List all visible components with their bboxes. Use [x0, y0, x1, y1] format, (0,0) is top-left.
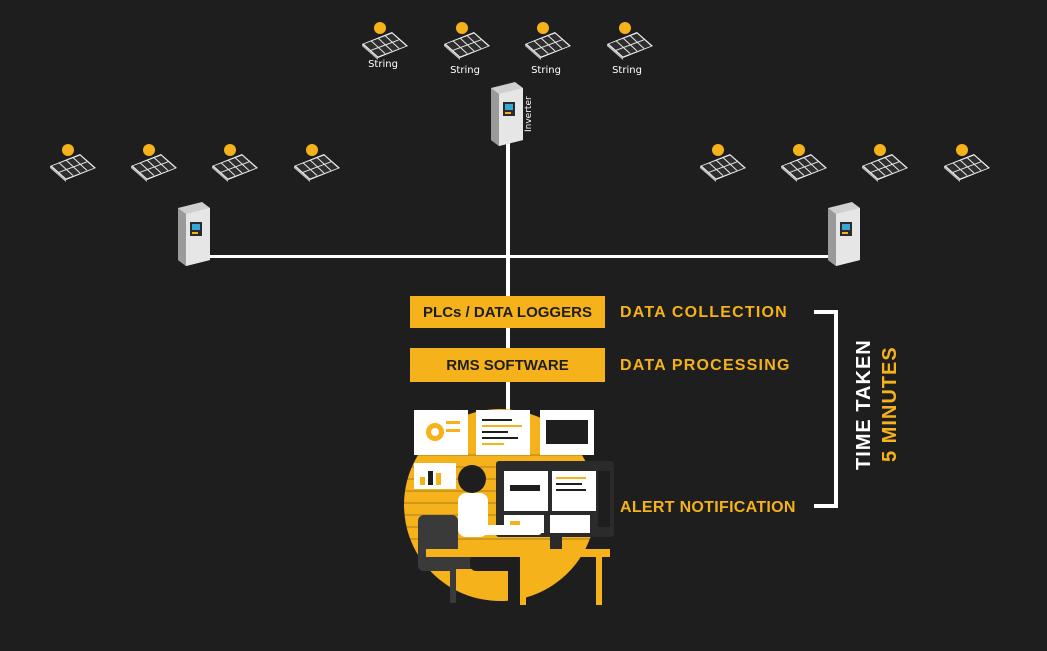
time-taken-label: TIME TAKEN	[853, 339, 875, 470]
data-processing-label: DATA PROCESSING	[620, 357, 791, 374]
solar-panel-icon	[861, 143, 909, 183]
data-collection-label: DATA COLLECTION	[620, 304, 788, 321]
solar-panel-icon	[943, 143, 991, 183]
alert-notification-label: ALERT NOTIFICATION	[620, 499, 796, 516]
solar-panel-icon	[130, 143, 178, 183]
time-bracket	[814, 310, 838, 508]
inverter-icon	[828, 202, 860, 266]
solar-panel-icon	[293, 143, 341, 183]
bus-line	[205, 255, 845, 258]
solar-panel-icon	[699, 143, 747, 183]
time-value-label: 5 MINUTES	[879, 346, 901, 462]
solar-panel-icon	[524, 21, 572, 61]
solar-panel-icon	[780, 143, 828, 183]
string-label: String	[612, 65, 642, 76]
string-label: String	[450, 65, 480, 76]
operator-illustration	[404, 409, 614, 605]
trunk-line	[506, 140, 510, 410]
inverter-label: Inverter	[524, 96, 534, 132]
solar-panel-icon	[211, 143, 259, 183]
solar-panel-icon	[606, 21, 654, 61]
solar-panel-icon	[361, 21, 409, 61]
inverter-icon	[491, 82, 523, 146]
string-label: String	[368, 59, 398, 70]
plc-data-logger-box: PLCs / DATA LOGGERS	[410, 296, 605, 328]
solar-panel-icon	[443, 21, 491, 61]
inverter-icon	[178, 202, 210, 266]
solar-panel-icon	[49, 143, 97, 183]
rms-software-box: RMS SOFTWARE	[410, 348, 605, 382]
string-label: String	[531, 65, 561, 76]
